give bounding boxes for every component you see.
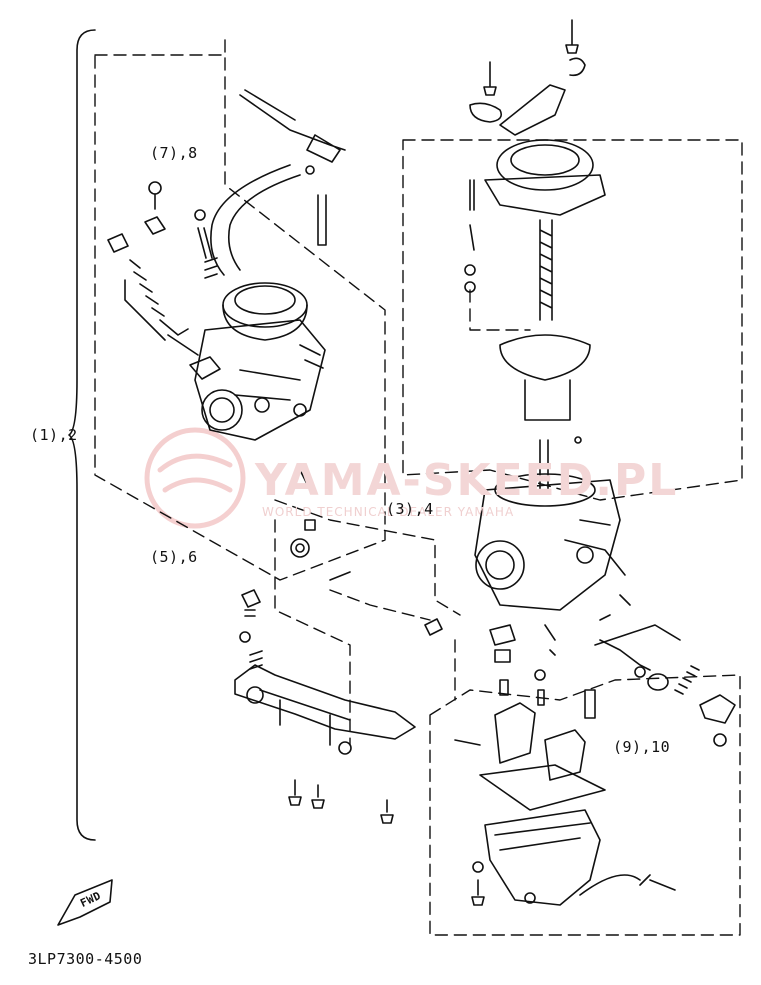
drawing-code: 3LP7300-4500	[28, 950, 143, 968]
watermark-main: YAMA-SKEED.PL	[255, 455, 679, 506]
assembly-brace	[68, 29, 96, 841]
right-side-parts	[594, 614, 736, 747]
float-and-bowl	[454, 702, 676, 906]
dashed-leader-float	[274, 499, 461, 616]
label-part-3-4: (3),4	[386, 500, 434, 518]
fwd-arrow-icon	[57, 879, 113, 926]
link-bracket	[234, 589, 416, 755]
label-assembly-1-2: (1),2	[30, 426, 78, 444]
right-carburetor	[474, 139, 631, 611]
left-small-parts	[107, 181, 218, 356]
dashed-frame-3-4	[402, 139, 743, 501]
bottom-screws	[288, 779, 394, 824]
right-top-parts	[464, 19, 586, 293]
label-part-9-10: (9),10	[613, 738, 671, 756]
watermark-sub: WORLD TECHNICAL DEALER YAMAHA	[262, 505, 515, 519]
dashed-leader-pilot	[329, 589, 431, 621]
center-jets	[489, 624, 596, 719]
label-part-7-8: (7),8	[150, 144, 198, 162]
label-part-5-6: (5),6	[150, 548, 198, 566]
dashed-leader-needle	[469, 289, 531, 331]
dashed-leader-link	[274, 519, 351, 746]
dashed-frame-5-6	[94, 54, 386, 581]
left-carburetor	[189, 282, 326, 441]
watermark-logo	[144, 427, 246, 529]
left-vent-pipe	[239, 89, 346, 163]
dashed-frame-9-10	[429, 674, 741, 936]
left-vent-hose	[210, 164, 301, 276]
